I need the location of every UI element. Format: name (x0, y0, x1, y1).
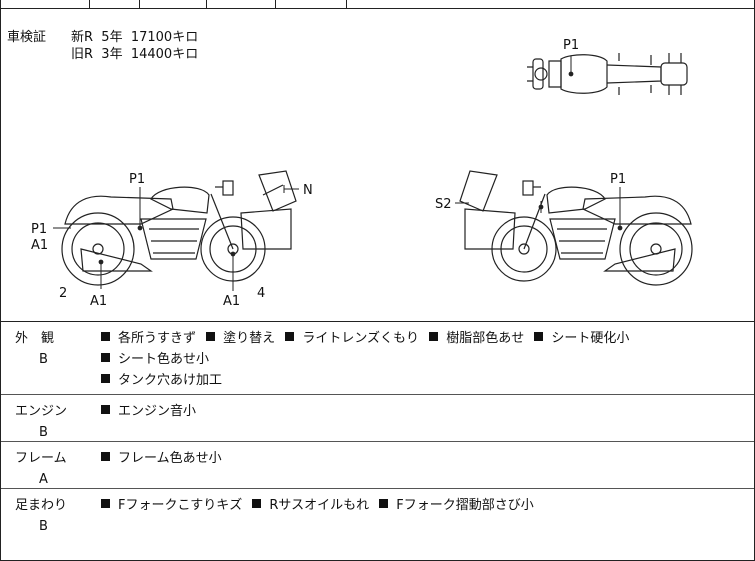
list-item: Rサスオイルもれ (252, 498, 369, 513)
list-item: ライトレンズくもり (285, 331, 419, 346)
inspection-info: 車検証 新R 5年 17100キロ 旧R 3年 14400キロ (7, 29, 198, 63)
bike-right-view: P1 S2 (435, 170, 693, 286)
detail-row-exterior: 外 観 B 各所うすきず 塗り替え ライトレンズくもり 樹脂部色あせ シート硬化… (1, 322, 754, 395)
left-muffler-label: A1 (90, 294, 107, 309)
bike-top-view: P1 (527, 38, 688, 95)
list-item: 各所うすきず (101, 331, 196, 346)
list-item: 樹脂部色あせ (429, 331, 524, 346)
bullet-square-icon (101, 353, 110, 362)
strip-divider (275, 0, 276, 8)
top-view-label: P1 (563, 38, 579, 53)
list-item: Fフォーク摺動部さび小 (379, 498, 534, 513)
bullet-square-icon (101, 499, 110, 508)
bullet-square-icon (285, 332, 295, 341)
list-item: シート硬化小 (534, 331, 629, 346)
inspection-old: 旧R 3年 14400キロ (71, 47, 199, 62)
detail-items: フレーム色あせ小 (101, 448, 753, 469)
list-item: フレーム色あせ小 (101, 451, 222, 466)
list-item: エンジン音小 (101, 404, 196, 419)
bullet-square-icon (101, 332, 110, 341)
grade-value: B (39, 352, 48, 367)
left-fork-label: A1 (223, 294, 240, 309)
bike-left-view: P1 P1 A1 N 2 A1 A1 4 (31, 170, 313, 309)
inspection-label: 車検証 (7, 30, 47, 45)
list-item: Fフォークこすりキズ (101, 498, 242, 513)
category-label: エンジン B (15, 401, 85, 443)
bullet-square-icon (101, 374, 110, 383)
category-label: 足まわり B (15, 495, 85, 537)
list-item: タンク穴あけ加工 (101, 373, 222, 388)
detail-row-suspension: 足まわり B Fフォークこすりキズ Rサスオイルもれ Fフォーク摺動部さび小 (1, 489, 754, 559)
bullet-square-icon (429, 332, 439, 341)
detail-row-engine: エンジン B エンジン音小 (1, 395, 754, 442)
strip-divider (89, 0, 90, 8)
header-strip (1, 0, 754, 9)
grade-value: B (39, 519, 48, 534)
grade-value: B (39, 425, 48, 440)
right-tank-label: P1 (610, 172, 626, 187)
detail-row-frame: フレーム A フレーム色あせ小 (1, 442, 754, 489)
left-tail-label-2: A1 (31, 238, 48, 253)
left-box-label: N (303, 183, 313, 198)
bullet-square-icon (101, 452, 110, 461)
left-rear-wheel-label: 2 (59, 286, 67, 301)
list-item: シート色あせ小 (101, 352, 209, 367)
bullet-square-icon (252, 499, 262, 508)
detail-items: エンジン音小 (101, 401, 753, 422)
category-label: フレーム A (15, 448, 85, 490)
list-item: 塗り替え (206, 331, 275, 346)
condition-diagram: 車検証 新R 5年 17100キロ 旧R 3年 14400キロ (1, 9, 754, 322)
bullet-square-icon (101, 405, 110, 414)
strip-divider (139, 0, 140, 8)
strip-divider (206, 0, 207, 8)
strip-divider (346, 0, 347, 8)
inspection-new: 新R 5年 17100キロ (71, 30, 199, 45)
bullet-square-icon (206, 332, 216, 341)
left-front-wheel-label: 4 (257, 286, 265, 301)
detail-items: Fフォークこすりキズ Rサスオイルもれ Fフォーク摺動部さび小 (101, 495, 753, 516)
detail-items: 各所うすきず 塗り替え ライトレンズくもり 樹脂部色あせ シート硬化小 シート色… (101, 328, 753, 391)
grade-value: A (39, 472, 48, 487)
bullet-square-icon (534, 332, 544, 341)
category-label: 外 観 B (15, 328, 85, 370)
bullet-square-icon (379, 499, 389, 508)
motorcycle-diagrams: P1 (31, 38, 693, 309)
left-tail-label: P1 (31, 222, 47, 237)
right-box-label: S2 (435, 197, 452, 212)
left-tank-label: P1 (129, 172, 145, 187)
